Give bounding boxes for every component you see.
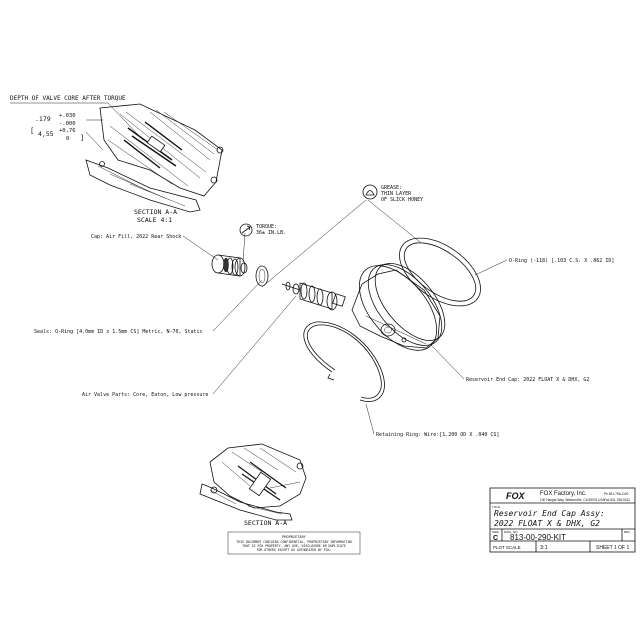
depth-dimension: .179 +.030 -.000 [ 4,55 +0,76 0 ] <box>30 113 104 151</box>
rev-label: REV <box>624 530 630 534</box>
size-label: SIZE <box>492 530 499 534</box>
grease-detail-2: OF SLICK HONEY <box>381 197 423 203</box>
drawing-title-line1: Reservoir End Cap Assy: <box>494 509 605 518</box>
svg-text:FOR OTHERS EXCEPT AS AUTHORIZE: FOR OTHERS EXCEPT AS AUTHORIZED BY FOX. <box>257 548 332 552</box>
company-phone: Ph 831-768-1100 <box>604 492 629 496</box>
grease-symbol-icon <box>362 184 378 200</box>
svg-text:-.000: -.000 <box>59 121 76 127</box>
company-name: FOX Factory, Inc. <box>540 491 587 497</box>
sheet-number: SHEET 1 OF 1 <box>596 545 629 551</box>
svg-text:PROPRIETARY: PROPRIETARY <box>282 535 307 539</box>
drawing-title-line2: 2022 FLOAT X & DHX, G2 <box>494 519 600 528</box>
company-address: 130 Hangar Way, Watsonville, CA 95076 US… <box>540 498 606 502</box>
leader-line <box>212 279 263 332</box>
section-view-top <box>85 103 224 213</box>
seal-oring-small <box>255 265 269 287</box>
leader-line <box>474 259 508 276</box>
title-block: FOX FOX Factory, Inc. 130 Hangar Way, Wa… <box>489 487 636 553</box>
svg-text:]: ] <box>80 134 84 142</box>
section-scale-top: SCALE 4:1 <box>137 216 172 224</box>
svg-text:[: [ <box>30 127 34 135</box>
large-oring <box>399 237 481 307</box>
leader-line <box>212 295 297 395</box>
callout-oring: O-Ring (-118) [.103 C.S. X .862 ID] <box>509 258 614 264</box>
section-title-bottom: SECTION A-A <box>244 519 287 527</box>
leader-line <box>365 403 375 435</box>
callout-seals: Seals: O-Ring [4.0mm ID x 1.5mm CS] Metr… <box>34 329 203 335</box>
svg-text:0: 0 <box>66 136 69 142</box>
svg-text:THIS DOCUMENT CONTAINS CONFIDE: THIS DOCUMENT CONTAINS CONFIDENTIAL, PRO… <box>236 540 351 544</box>
leader-line <box>261 199 367 288</box>
section-title-top: SECTION A-A <box>134 208 177 216</box>
svg-text:+0,76: +0,76 <box>59 128 76 134</box>
plot-scale-label: PLOT SCALE <box>493 545 521 550</box>
plot-scale-value: 3:1 <box>540 545 548 551</box>
valve-depth-note: DEPTH OF VALVE CORE AFTER TORQUE <box>10 95 126 102</box>
torque-value: 36± IN.LB. <box>256 230 286 236</box>
company-fax: Fax 831-768-9312 <box>604 498 630 502</box>
svg-text:.179: .179 <box>35 115 51 123</box>
fox-logo: FOX <box>506 491 525 501</box>
svg-text:+.030: +.030 <box>59 113 76 119</box>
air-fill-cap <box>211 254 248 277</box>
air-valve-core <box>281 281 346 311</box>
callout-valve: Air Valve Parts: Core, Eaton, Low pressu… <box>82 392 208 398</box>
retaining-ring <box>303 321 385 402</box>
callout-end-cap: Reservoir End Cap: 2022 FLOAT X & DHX, G… <box>466 377 589 383</box>
callout-cap: Cap: Air Fill, 2022 Rear Shock <box>91 234 181 240</box>
section-view-bottom <box>199 443 307 521</box>
dwg-no-label: DWG. NO. <box>504 530 518 534</box>
leader-line <box>429 343 465 380</box>
leader-line <box>242 232 246 263</box>
leader-line <box>182 235 219 261</box>
seal-oring-inner <box>258 268 266 284</box>
part-number: 813-00-290-KIT <box>510 533 566 542</box>
torque-symbol-icon <box>239 223 253 237</box>
size-value: C <box>493 535 498 542</box>
reservoir-end-cap <box>351 263 446 351</box>
svg-text:THAT IS FOX PROPERTY. ANY USE,: THAT IS FOX PROPERTY. ANY USE, DISCLOSUR… <box>242 544 346 548</box>
proprietary-notice: PROPRIETARY THIS DOCUMENT CONTAINS CONFI… <box>227 531 361 555</box>
grease-label: GREASE: <box>381 185 402 191</box>
grease-detail-1: THIN LAYER <box>381 191 412 197</box>
callout-retaining-ring: Retaining Ring: Wire:[1.200 OD X .040 CS… <box>376 432 499 438</box>
title-label: TITLE <box>492 505 500 509</box>
torque-label: TORQUE: <box>256 224 277 230</box>
svg-text:4,55: 4,55 <box>38 130 54 138</box>
leader-line <box>367 199 421 243</box>
